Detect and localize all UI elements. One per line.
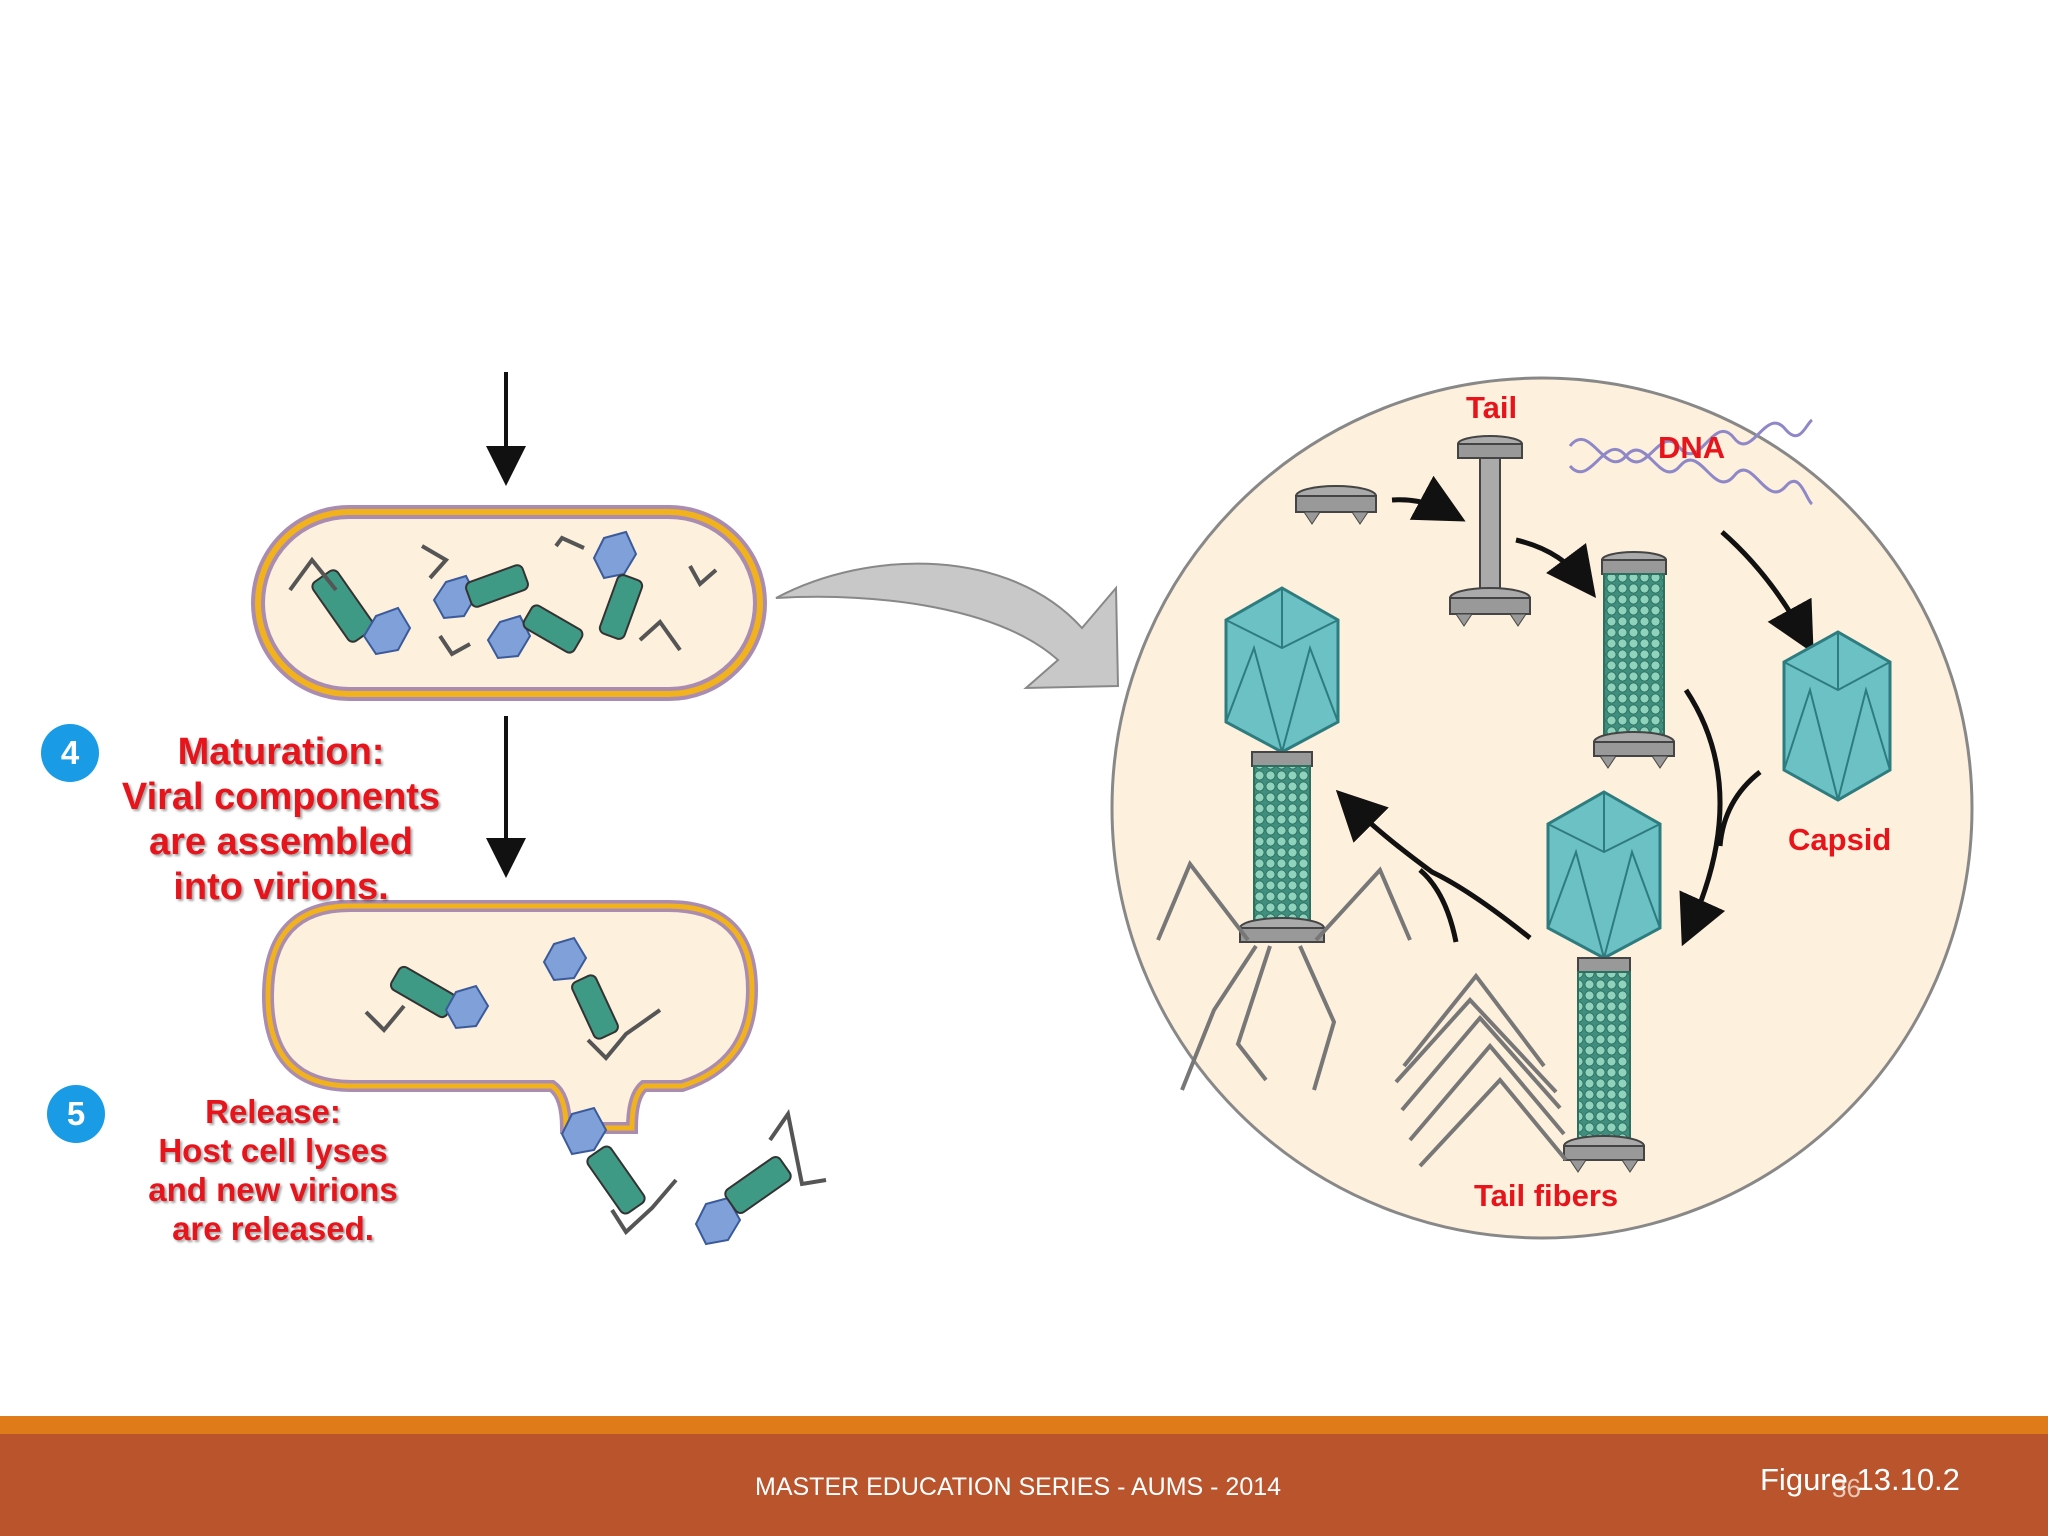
- dna-label: DNA: [1658, 430, 1726, 465]
- figure-label: Figure 13.10.2: [1760, 1462, 1960, 1497]
- footer-stripe: [0, 1416, 2048, 1434]
- released-virions: [560, 1106, 827, 1246]
- lysing-cell: [261, 900, 759, 1134]
- tail-label: Tail: [1466, 390, 1518, 425]
- release-line: are released.: [172, 1210, 374, 1247]
- virions-in-lysing-cell: [364, 936, 662, 1061]
- step-5-badge: 5: [47, 1085, 105, 1143]
- infected-cell-top: [251, 505, 767, 701]
- page-number: 36: [1832, 1473, 1861, 1503]
- viral-parts-in-cell-top: [288, 530, 718, 660]
- capsid-part: [1782, 630, 1892, 802]
- complete-phage: [1156, 586, 1412, 1091]
- maturation-line: Viral components: [121, 776, 441, 818]
- tail-tube-part: [1449, 435, 1531, 627]
- capsid-label: Capsid: [1788, 822, 1892, 857]
- footer-series-text: MASTER EDUCATION SERIES - AUMS - 2014: [755, 1473, 1282, 1501]
- zoom-arrow: [775, 562, 1120, 690]
- tail-fibers-part: [1394, 972, 1568, 1168]
- baseplate-part: [1295, 485, 1377, 525]
- maturation-line: into virions.: [173, 866, 389, 908]
- footer-band: [0, 1434, 2048, 1536]
- assembly-circle: [1110, 376, 1974, 1240]
- dna-helix: [1568, 418, 1814, 506]
- phage-without-fibers: [1546, 790, 1662, 1173]
- release-line: Host cell lyses: [158, 1132, 388, 1169]
- step-4-badge: 4: [41, 724, 99, 782]
- tail-fibers-label: Tail fibers: [1474, 1178, 1619, 1213]
- release-line: and new virions: [148, 1171, 398, 1208]
- maturation-caption: Maturation: Viral components are assembl…: [100, 730, 462, 910]
- sheathed-tail-part: [1593, 551, 1675, 769]
- maturation-line: are assembled: [148, 821, 414, 863]
- release-title: Release:: [205, 1093, 341, 1130]
- maturation-title: Maturation:: [177, 731, 385, 773]
- release-caption: Release: Host cell lyses and new virions…: [118, 1092, 428, 1248]
